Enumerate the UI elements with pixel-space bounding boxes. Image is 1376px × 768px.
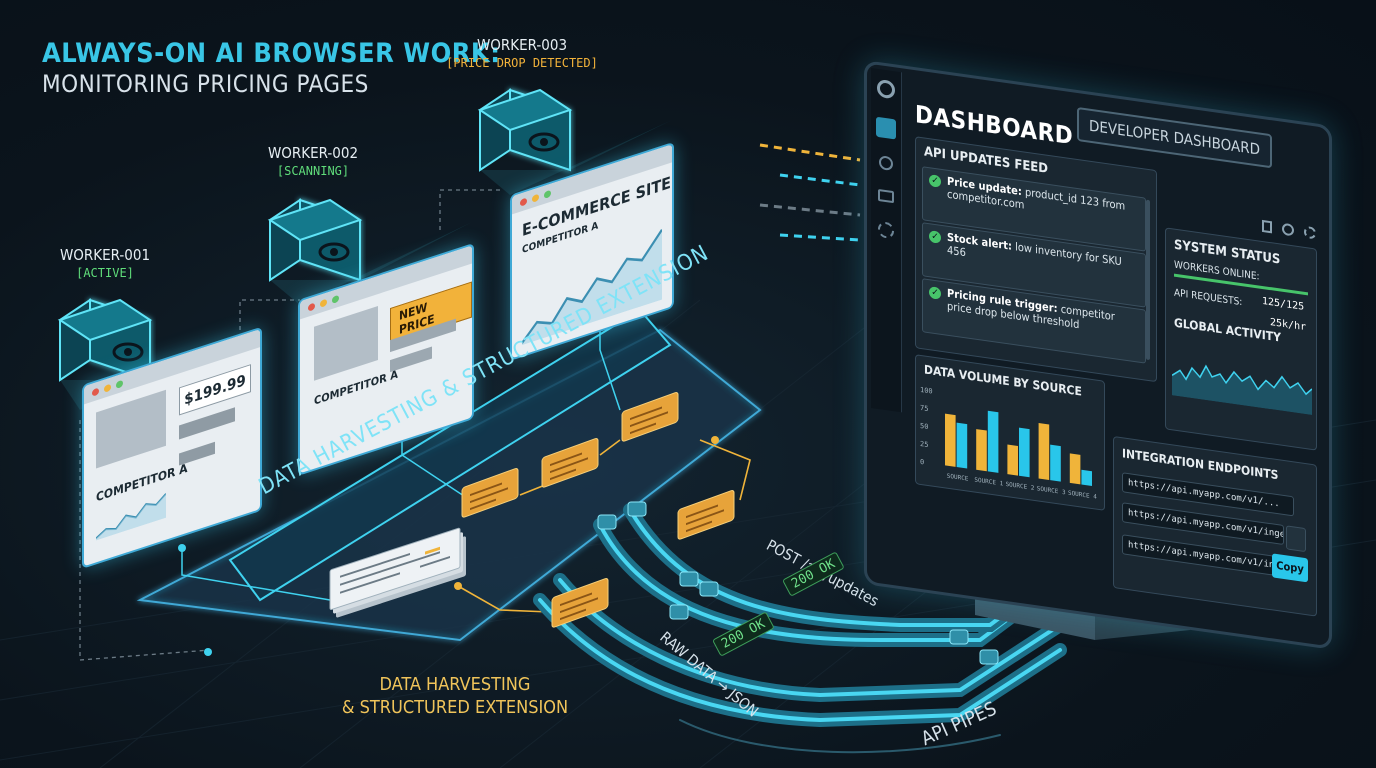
close-dot-icon: [520, 196, 527, 207]
data-stream-lines: [759, 143, 861, 242]
settings-gear-icon[interactable]: [878, 220, 894, 240]
maximize-dot-icon: [116, 379, 123, 389]
system-status-panel: SYSTEM STATUS WORKERS ONLINE: 125/125 AP…: [1165, 219, 1317, 451]
api-requests-label: API REQUESTS:: [1174, 287, 1243, 309]
clock-icon[interactable]: [1282, 222, 1294, 237]
mini-sparkline-icon: [96, 493, 166, 541]
x-tick-label: SOURCE 4: [1068, 490, 1097, 501]
data-flow-lines: [457, 439, 751, 613]
maximize-dot-icon: [544, 189, 551, 199]
caption-line1: DATA HARVESTING: [379, 674, 531, 695]
workers-online-value: 125/125: [1262, 295, 1305, 313]
y-tick-label: 100: [920, 385, 933, 396]
caption-line2: & STRUCTURED EXTENSION: [341, 697, 569, 718]
copy-button[interactable]: Copy: [1272, 553, 1308, 583]
maximize-dot-icon: [332, 294, 339, 304]
x-tick-label: SOURCE 3: [1037, 485, 1066, 496]
close-dot-icon: [92, 386, 99, 397]
x-tick-label: SOURCE: [947, 473, 969, 483]
data-volume-bar: [1081, 469, 1092, 487]
y-tick-label: 25: [920, 439, 929, 450]
integration-endpoints-panel: INTEGRATION ENDPOINTS https://api.myapp.…: [1113, 435, 1317, 617]
monitor-label: DEVELOPER DASHBOARD: [1077, 106, 1273, 169]
x-tick-label: SOURCE 2: [1006, 481, 1035, 492]
worker-3-name: WORKER-003: [476, 36, 568, 54]
minimize-dot-icon: [104, 383, 111, 393]
check-icon: ✓: [929, 286, 941, 300]
pipe-couplings: [597, 501, 999, 665]
api-updates-feed-panel: API UPDATES FEED ✓ Price update: product…: [915, 136, 1157, 383]
api-pipes: [533, 503, 1067, 754]
data-volume-bar: [956, 422, 968, 469]
page-title-line2: MONITORING PRICING PAGES: [42, 70, 369, 98]
data-flow-dots: [454, 436, 719, 590]
worker-2-status: [SCANNING]: [276, 164, 350, 178]
data-volume-bar: [1038, 423, 1050, 481]
page-title-line1: ALWAYS-ON AI BROWSER WORK:: [42, 38, 501, 69]
y-tick-label: 75: [920, 403, 929, 414]
worker-1-status: [ACTIVE]: [76, 266, 134, 280]
minimize-dot-icon: [320, 298, 327, 308]
data-volume-bar: [945, 413, 956, 467]
y-tick-label: 0: [920, 457, 925, 467]
worker-2-name: WORKER-002: [267, 144, 359, 162]
product-image-placeholder: [96, 389, 166, 469]
worker-cube-1: [57, 298, 153, 382]
browser-window-3: E-COMMERCE SITE COMPETITOR A: [510, 141, 674, 361]
data-volume-bar: [1050, 444, 1061, 482]
copy-icon[interactable]: [1286, 525, 1306, 553]
data-volume-bar: [987, 410, 999, 473]
document-stack: [329, 527, 466, 618]
data-volume-bar: [976, 429, 987, 472]
dashboard-sidebar: [871, 67, 902, 413]
clipboard-icon[interactable]: [1262, 219, 1272, 234]
folder-icon[interactable]: [878, 188, 894, 204]
app-logo-icon: [877, 78, 895, 100]
check-icon: ✓: [929, 230, 941, 244]
data-volume-bar: [1019, 427, 1030, 478]
x-tick-label: SOURCE 1: [974, 477, 1003, 488]
data-volume-bar: [1069, 453, 1081, 485]
minimize-dot-icon: [532, 193, 539, 203]
worker-1-name: WORKER-001: [59, 246, 151, 264]
status-toolbar: [1262, 219, 1316, 240]
data-cards: [461, 391, 735, 628]
browser-window-1: $199.99 COMPETITOR A: [82, 326, 262, 569]
developer-monitor: DEVELOPER DASHBOARD DASHBOARD API UPDATE…: [864, 60, 1332, 650]
gear-icon[interactable]: [1304, 225, 1316, 240]
worker-cube-2: [267, 198, 363, 282]
global-activity-sparkline: [1172, 364, 1312, 415]
data-volume-panel: DATA VOLUME BY SOURCE 100 75 50 25 0 SOU…: [915, 354, 1105, 511]
close-dot-icon: [308, 301, 315, 312]
worker-cube-3: [477, 88, 573, 172]
network-icon[interactable]: [879, 155, 893, 172]
grid-icon[interactable]: [876, 116, 896, 140]
data-volume-bar: [1007, 444, 1019, 476]
product-image-placeholder: [314, 306, 378, 381]
feed-scrollbar[interactable]: [1146, 199, 1150, 361]
y-tick-label: 50: [920, 421, 929, 432]
price-tag: $199.99: [179, 364, 251, 416]
worker-3-status: [PRICE DROP DETECTED]: [446, 56, 598, 70]
price-trend-chart-icon: [522, 229, 662, 346]
data-volume-y-axis: 100 75 50 25 0: [920, 386, 940, 471]
check-icon: ✓: [929, 174, 941, 188]
